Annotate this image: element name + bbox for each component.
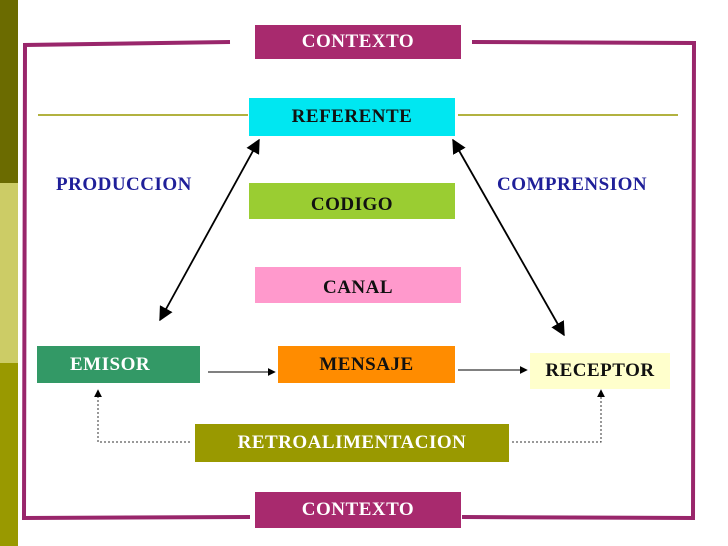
- produccion-label: PRODUCCION: [56, 174, 192, 195]
- frame-top-left: [21, 40, 251, 521]
- referente-box: REFERENTE: [249, 98, 455, 136]
- side-stripe-light: [0, 183, 18, 363]
- emisor-box: EMISOR: [37, 346, 200, 383]
- side-stripe-dark: [0, 0, 18, 183]
- codigo-box: CODIGO: [249, 183, 455, 219]
- feedback-to-emisor: [94, 389, 190, 443]
- mensaje-box: MENSAJE: [278, 346, 455, 383]
- arrow-referente-receptor: [452, 138, 565, 337]
- side-stripe-olive: [0, 363, 18, 546]
- feedback-to-receptor: [512, 389, 605, 443]
- contexto-top-box: CONTEXTO: [255, 25, 461, 59]
- contexto-bottom-box: CONTEXTO: [255, 492, 461, 528]
- frame-top-right: [461, 40, 697, 521]
- retroalimentacion-box: RETROALIMENTACION: [195, 424, 509, 462]
- arrow-emisor-referente: [159, 138, 260, 322]
- receptor-box: RECEPTOR: [530, 353, 670, 389]
- comprension-label: COMPRENSION: [497, 174, 648, 195]
- canal-box: CANAL: [255, 267, 461, 303]
